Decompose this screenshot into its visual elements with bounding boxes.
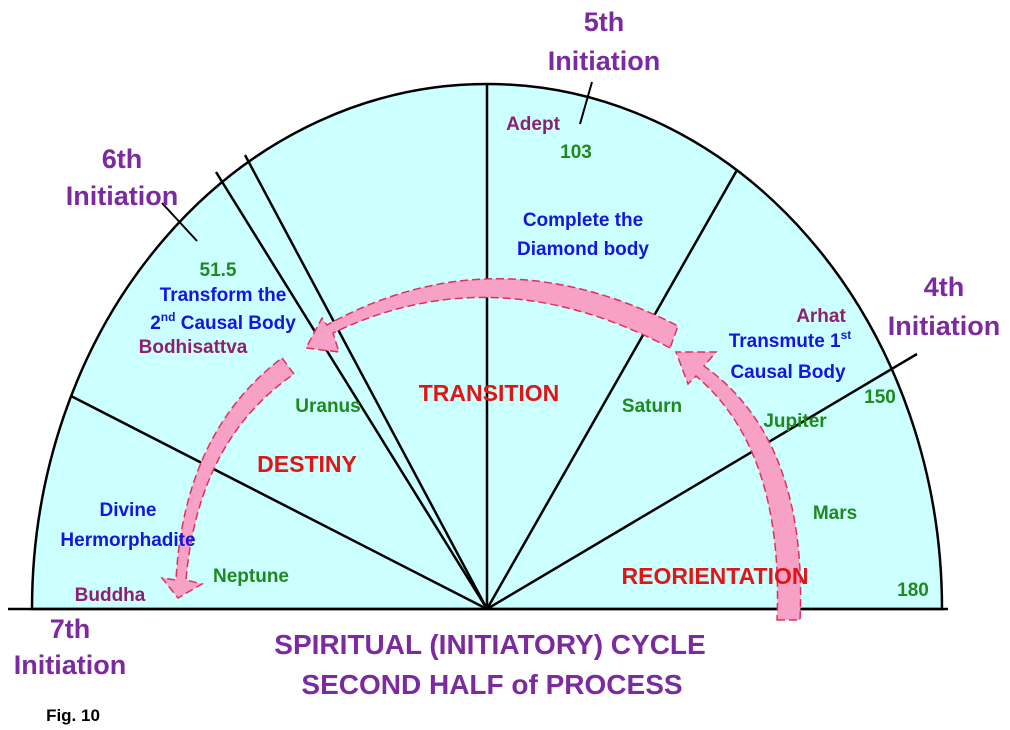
initiation-6th-word: Initiation (66, 181, 178, 211)
task-transmute-ordinal-suffix: st (841, 328, 852, 342)
initiation-7th-word: Initiation (14, 650, 126, 680)
initiation-5th-num: 5th (584, 7, 625, 37)
task-diamond-line1: Complete the (523, 210, 643, 231)
number-180: 180 (897, 580, 929, 601)
number-51-5: 51.5 (200, 260, 237, 281)
divider-right-outer (486, 352, 918, 611)
rank-buddha: Buddha (75, 585, 146, 606)
initiation-4th-word: Initiation (888, 311, 1000, 341)
figure-label: Fig. 10 (46, 706, 100, 725)
leader-6th (161, 202, 198, 242)
leader-5th (579, 81, 593, 125)
rank-bodhisattva: Bodhisattva (139, 337, 248, 358)
task-divine-line2: Hermorphadite (60, 530, 195, 551)
title-line2: SECOND HALF of PROCESS (301, 669, 682, 700)
sector-dividers (70, 84, 918, 611)
initiation-5th-word: Initiation (548, 46, 660, 76)
planet-neptune: Neptune (213, 566, 289, 587)
task-transmute-text: Transmute 1 (729, 331, 841, 352)
initiation-7th-num: 7th (50, 614, 91, 644)
task-transmute-line2: Causal Body (730, 362, 846, 383)
task-divine-line1: Divine (99, 500, 156, 521)
task-transform-line1: Transform the (160, 285, 287, 306)
transition-arrow-body (304, 278, 679, 353)
planet-uranus: Uranus (295, 396, 360, 417)
planet-saturn: Saturn (622, 396, 682, 417)
task-transform-line2: 2nd Causal Body (150, 310, 296, 334)
task-transform-rest: Causal Body (175, 313, 296, 334)
rank-arhat: Arhat (796, 306, 846, 327)
divider-left-mid (214, 171, 489, 610)
task-diamond-line2: Diamond body (517, 239, 649, 260)
destiny-arrow (160, 356, 296, 599)
title-line1: SPIRITUAL (INITIATORY) CYCLE (274, 629, 705, 660)
number-150: 150 (864, 387, 896, 408)
divider-left-inner (243, 154, 489, 610)
phase-reorientation: REORIENTATION (622, 563, 809, 589)
phase-destiny: DESTINY (257, 451, 357, 477)
divider-left-outer (70, 394, 488, 611)
task-transform-ordinal: 2 (150, 313, 161, 334)
leader-lines (161, 81, 593, 242)
number-103: 103 (560, 142, 592, 163)
initiation-4th-num: 4th (924, 272, 965, 302)
initiation-6th-num: 6th (102, 144, 143, 174)
rank-adept: Adept (506, 114, 561, 135)
planet-jupiter: Jupiter (763, 411, 827, 432)
phase-transition: TRANSITION (419, 380, 560, 406)
task-transmute-line1: Transmute 1st (729, 328, 852, 352)
task-transform-ordinal-suffix: nd (161, 310, 176, 324)
reorientation-arrow (674, 351, 802, 621)
divider-right-inner (485, 169, 739, 610)
planet-mars: Mars (813, 503, 857, 524)
